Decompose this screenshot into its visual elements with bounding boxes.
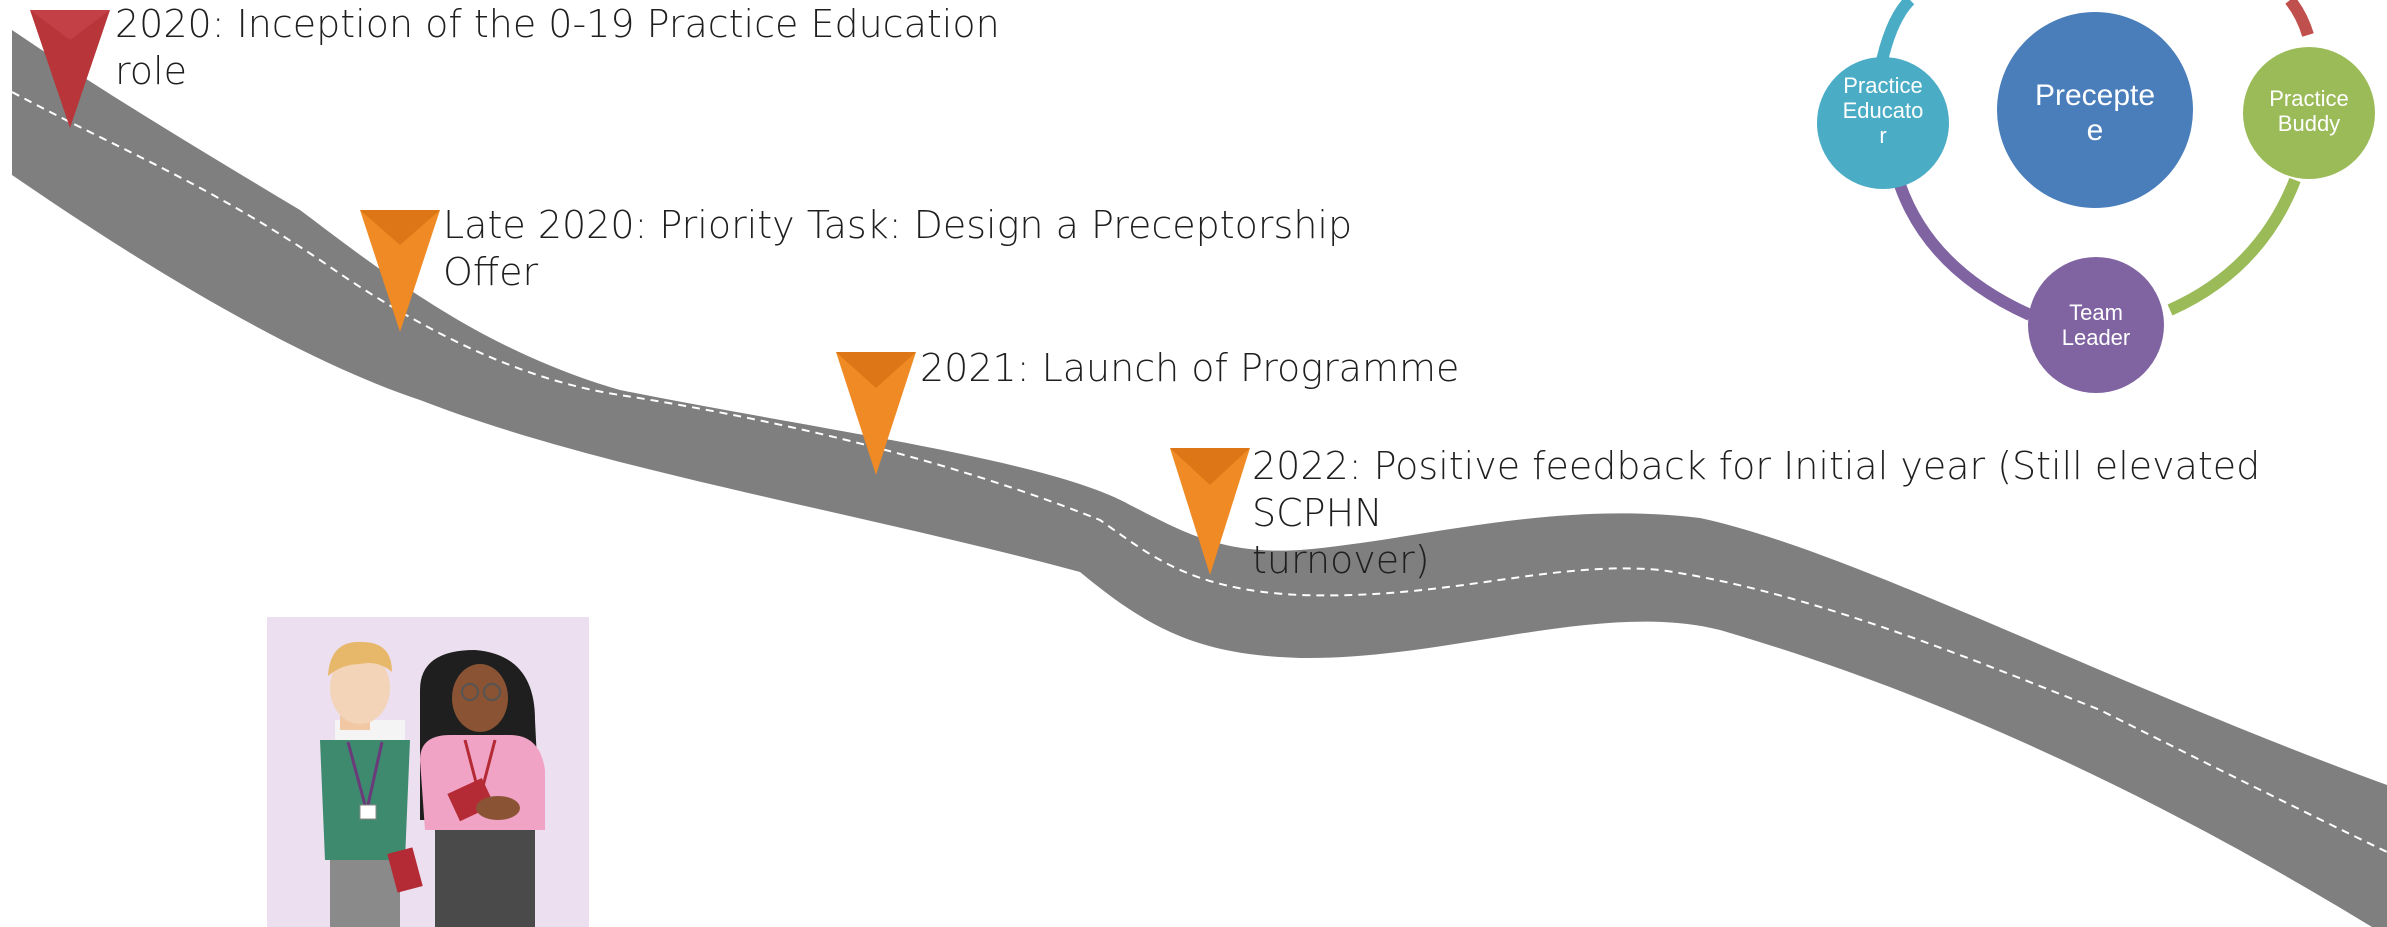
milestone-label-2021: 2021: Launch of Programme <box>920 345 1459 392</box>
svg-text:Precepte: Precepte <box>2035 79 2155 112</box>
cycle-arc-right <box>2167 177 2301 316</box>
milestone-marker-2022 <box>1170 448 1250 575</box>
milestone-label-2022: 2022: Positive feedback for Initial year… <box>1252 443 2387 584</box>
cycle-node-practice-buddy: Practice Buddy <box>2243 47 2375 179</box>
cycle-arc-bottom-left <box>1894 182 2033 321</box>
milestone-marker-2020 <box>30 10 110 128</box>
man-figure <box>320 641 423 927</box>
svg-text:Team: Team <box>2069 300 2123 325</box>
cycle-node-practice-educator: Practice Educato r <box>1817 57 1949 189</box>
svg-text:Buddy: Buddy <box>2278 111 2340 136</box>
milestone-label-late-2020: Late 2020: Priority Task: Design a Prece… <box>443 202 1352 296</box>
milestone-label-2021-line-1: 2021: Launch of Programme <box>920 346 1460 390</box>
svg-text:Leader: Leader <box>2062 325 2131 350</box>
svg-text:e: e <box>2087 114 2104 147</box>
milestone-label-late-2020-line-1: Late 2020: Priority Task: Design a Prece… <box>443 203 1353 247</box>
milestone-marker-late-2020 <box>360 210 440 332</box>
woman-figure <box>420 650 545 927</box>
svg-text:r: r <box>1879 123 1886 148</box>
people-illustration <box>267 617 589 927</box>
svg-text:Practice: Practice <box>2269 86 2348 111</box>
cycle-arc-top-right <box>2285 0 2314 37</box>
milestone-label-2022-line-2: turnover) <box>1252 538 1430 582</box>
milestone-marker-2021 <box>836 352 916 475</box>
milestone-label-2020-line-1: 2020: Inception of the 0-19 Practice Edu… <box>115 2 1000 46</box>
svg-text:Practice: Practice <box>1843 73 1922 98</box>
road-center-line <box>11 91 2387 853</box>
cycle-node-team-leader: Team Leader <box>2028 257 2164 393</box>
milestone-label-2020: 2020: Inception of the 0-19 Practice Edu… <box>115 1 1000 95</box>
svg-text:Educato: Educato <box>1843 98 1924 123</box>
milestone-label-2020-line-2: role <box>115 49 187 93</box>
milestone-label-late-2020-line-2: Offer <box>443 250 539 294</box>
cycle-node-preceptee: Precepte e <box>1997 12 2193 208</box>
milestone-label-2022-line-1: 2022: Positive feedback for Initial year… <box>1252 444 2261 535</box>
